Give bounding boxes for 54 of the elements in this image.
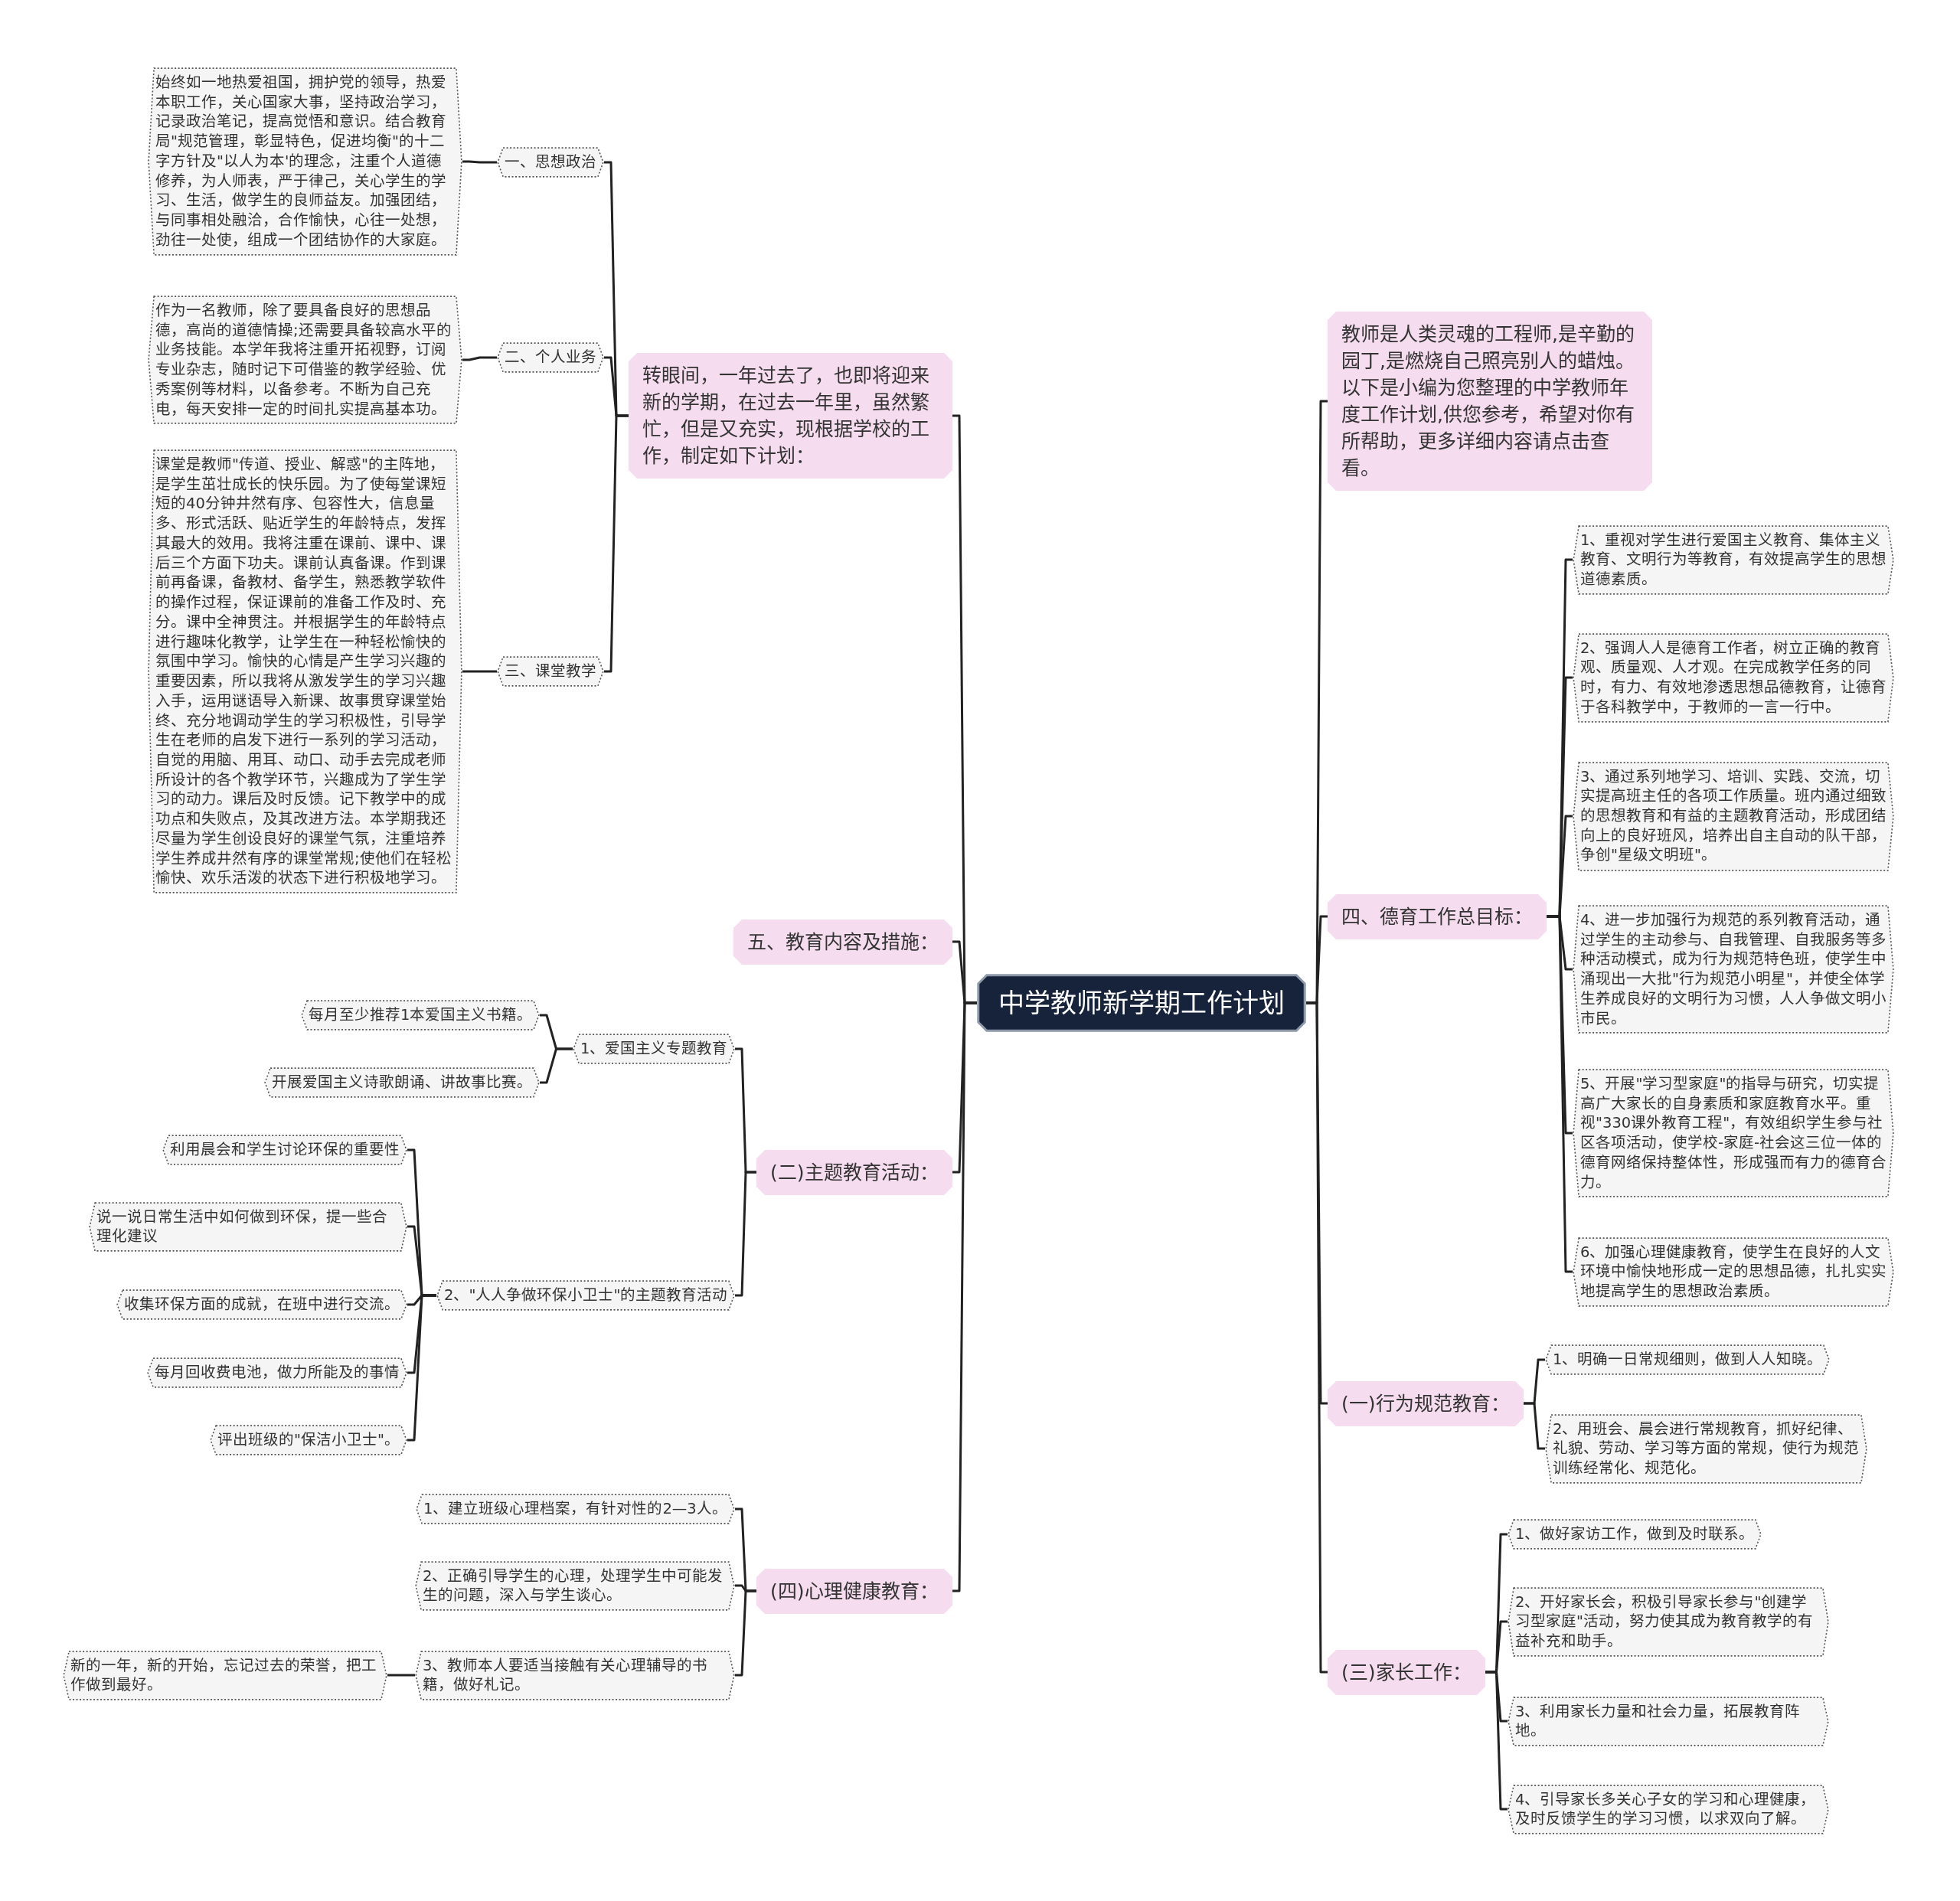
connector-line (604, 414, 629, 673)
hexagon-note-box: 新的一年，新的开始，忘记过去的荣誉，把工作做到最好。 (63, 1650, 387, 1700)
hexagon-note-box: 作为一名教师，除了要具备良好的思想品德，高尚的道德情操;还需要具备较高水平的业务技能。本学年我将注重开拓视野，订阅专业杂志，随时记下可借鉴的教学经验、优秀案例等材料，以备参考。不断为自己充电，每天安排一定的时间扎实提高基本功。 (148, 296, 462, 425)
topic-box: 教师是人类灵魂的工程师,是辛勤的园丁,是燃烧自己照亮别人的蜡烛。以下是小编为您整理的中学教师年度工作计划,供您参考，希望对你有所帮助，更多详细内容请点击查看。 (1328, 312, 1652, 491)
topic-box: 四、德育工作总目标： (1328, 893, 1547, 939)
connector-line (462, 670, 497, 673)
hexagon-note-box: 收集环保方面的成就，在班中进行交流。 (116, 1289, 407, 1320)
connector-line (1485, 1671, 1508, 1811)
topic-box: 五、教育内容及措施： (733, 919, 952, 965)
hexagon-note-box: 课堂是教师"传道、授业、解惑"的主阵地，是学生茁壮成长的快乐园。为了使每堂课短短的40分钟井然有序、包容性大，信息量多、形式活跃、贴近学生的年龄特点，发挥其最大的效用。我将注重在课前、课中、课后三个方面下功夫。课前认真备课。作到课前再备课，备教材、备学生，熟悉教学软件的操作过程，保证课前的准备工作及时、充分。课中全神贯注。并根据学生的年龄特点进行趣味化教学，让学生在一种轻松愉快的氛围中学习。愉快的心情是产生学习兴趣的重要因素，所以我将从激发学生的学习兴趣入手，运用谜语导入新课、故事贯穿课堂始终、充分地调动学生的学习积极性，引导学生在老师的启发下进行一系列的学习活动，自觉的用脑、用耳、动口、动手去完成老师所设计的各个教学环节，兴趣成为了学生学习的动力。课后及时反馈。记下教学中的成功点和失败点，及其改进方法。本学期我还尽量为学生创设良好的课堂气氛，注重培养学生养成井然有序的课堂常规;使他们在轻松愉快、欢乐活泼的状态下进行积极地学习。 (148, 449, 462, 894)
hexagon-note-box: 6、加强心理健康教育，使学生在良好的人文环境中愉快地形成一定的思想品德，扎扎实实地提高学生的思想政治素质。 (1573, 1236, 1894, 1307)
hexagon-note-box: 4、引导家长多关心子女的学习和心理健康，及时反馈学生的学习习惯，以求双向了解。 (1508, 1784, 1829, 1834)
hexagon-note-box: 3、教师本人要适当接触有关心理辅导的书籍，做好札记。 (415, 1650, 735, 1700)
connector-line (735, 1589, 756, 1677)
topic-box: (三)家长工作： (1328, 1649, 1485, 1695)
topic-box: (四)心理健康教育： (756, 1568, 952, 1614)
hexagon-note-box: 开展爱国主义诗歌朗诵、讲故事比赛。 (264, 1067, 540, 1098)
hexagon-note-box: 2、用班会、晨会进行常规教育，抓好纪律、礼貌、劳动、学习等方面的常规，使行为规范训练经常化、规范化。 (1545, 1413, 1867, 1484)
hexagon-note-box: 3、通过系列地学习、培训、实践、交流，切实提高班主任的各项工作质量。班内通过细致的思想教育和有益的主题教育活动，形成团结向上的良好班风，培养出自主自动的队干部，争创"星级文明班"。 (1573, 761, 1894, 871)
hexagon-note-box: 1、建立班级心理档案，有针对性的2—3人。 (416, 1494, 735, 1524)
topic-box: (一)行为规范教育： (1328, 1380, 1524, 1426)
hexagon-note-box: 3、利用家长力量和社会力量，拓展教育阵地。 (1508, 1696, 1829, 1746)
connector-line (387, 1674, 415, 1677)
hexagon-note-box: 5、开展"学习型家庭"的指导与研究，切实提高广大家长的自身素质和家庭教育水平。重视"330课外教育工程"，有效组织学生参与社区各项活动，使学校-家庭-社会这三位一体的德育网络保持整体性，形成强而有力的德育合力。 (1573, 1069, 1894, 1198)
central-topic-box: 中学教师新学期工作计划 (977, 974, 1306, 1033)
hexagon-note-box: 利用晨会和学生讨论环保的重要性 (162, 1135, 407, 1165)
connector-line (1547, 915, 1573, 1273)
topic-box: (二)主题教育活动： (756, 1149, 952, 1195)
hexagon-note-box: 每月至少推荐1本爱国主义书籍。 (301, 1000, 541, 1031)
connector-line (462, 356, 497, 361)
hexagon-note-box: 说一说日常生活中如何做到环保，提一些合理化建议 (89, 1201, 407, 1252)
topic-box: 转眼间，一年过去了，也即将迎来新的学期，在过去一年里，虽然繁忙，但是又充实，现根据学校的工作，制定如下计划： (629, 353, 952, 479)
hexagon-note-box: 1、明确一日常规细则，做到人人知晓。 (1545, 1344, 1831, 1375)
hexagon-note-box: 1、爱国主义专题教育 (573, 1034, 736, 1064)
hexagon-note-box: 一、思想政治 (497, 147, 604, 178)
connector-line (1306, 1001, 1328, 1674)
hexagon-note-box: 4、进一步加强行为规范的系列教育活动，通过学生的主动参与、自我管理、自我服务等多种活动模式，成为行为规范特色班，使学生中涌现出一大批"行为规范小明星"，并使全体学生养成良好的文明行为习惯，人人争做文明小市民。 (1573, 905, 1894, 1034)
hexagon-note-box: 1、做好家访工作，做到及时联系。 (1508, 1519, 1762, 1550)
connector-line (407, 1294, 436, 1442)
hexagon-note-box: 2、"人人争做环保小卫士"的主题教育活动 (436, 1280, 736, 1311)
connector-line (1524, 1402, 1545, 1450)
connector-line (952, 1001, 977, 1592)
hexagon-note-box: 1、重视对学生进行爱国主义教育、集体主义教育、文明行为等教育，有效提高学生的思想道德素质。 (1573, 524, 1894, 595)
connector-line (735, 1171, 756, 1297)
hexagon-note-box: 2、强调人人是德育工作者，树立正确的教育观、质量观、人才观。在完成教学任务的同时，有力、有效地渗透思想品德教育，让德育于各科教学中，于教师的一言一行中。 (1573, 632, 1894, 723)
hexagon-note-box: 始终如一地热爱祖国，拥护党的领导，热爱本职工作，关心国家大事，坚持政治学习，记录政治笔记，提高觉悟和意识。结合教育局"规范管理，彰显特色，促进均衡"的十二字方针及"以人为本'的理念，注重个人道德修养，为人师表，严于律己，关心学生的学习、生活，做学生的良师益友。加强团结，与同事相处融洽，合作愉快，心往一处想，劲往一处使，组成一个团结协作的大家庭。 (148, 67, 462, 256)
hexagon-note-box: 二、个人业务 (497, 342, 604, 373)
connector-line (540, 1047, 573, 1084)
connector-line (462, 160, 497, 164)
hexagon-note-box: 每月回收费电池，做力所能及的事情 (147, 1357, 407, 1388)
hexagon-note-box: 评出班级的"保洁小卫士"。 (210, 1425, 407, 1455)
hexagon-note-box: 2、正确引导学生的心理，处理学生中可能发生的问题，深入与学生谈心。 (415, 1560, 735, 1611)
hexagon-note-box: 三、课堂教学 (497, 656, 604, 687)
hexagon-note-box: 2、开好家长会，积极引导家长参与"创建学习型家庭"活动，努力使其成为教育教学的有益补充和助手。 (1508, 1586, 1829, 1657)
